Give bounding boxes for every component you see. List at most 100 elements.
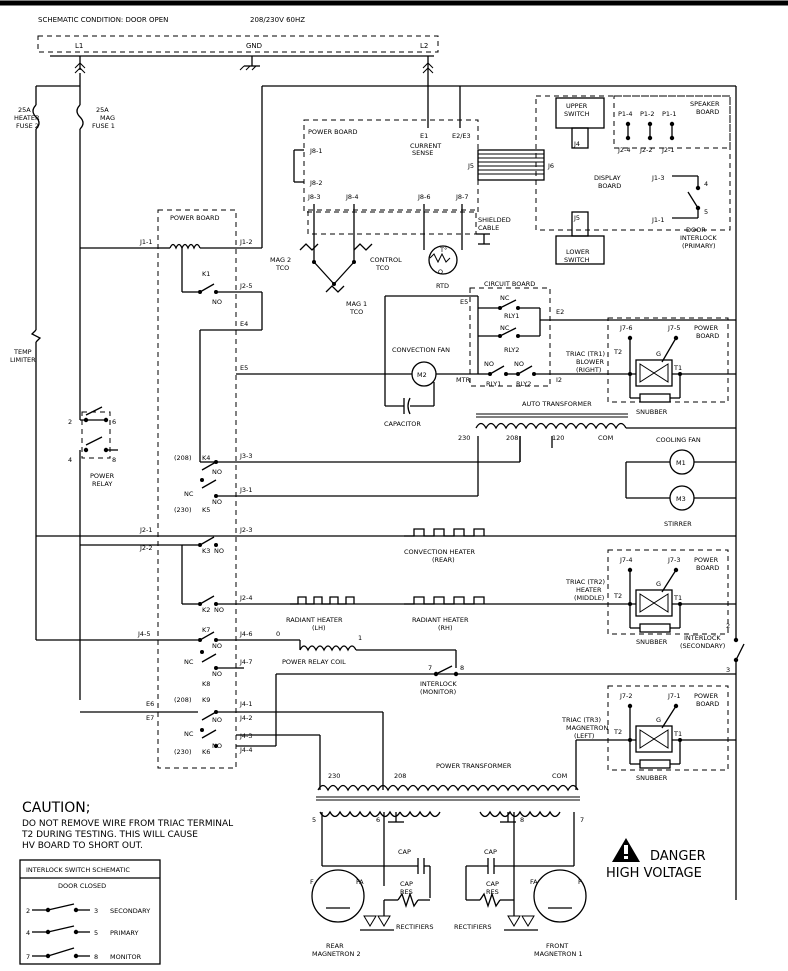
triac2-board-label-2: BOARD	[696, 564, 719, 572]
conn-e4: E4	[240, 320, 248, 328]
speaker-board-label: SPEAKER	[690, 100, 720, 108]
rear-magnetron-label-2: MAGNETRON 2	[312, 950, 361, 958]
auto-transformer	[475, 413, 736, 430]
display-board	[535, 95, 731, 231]
door-interlock-label: DOOR	[686, 226, 706, 234]
j1-row	[80, 85, 736, 292]
interlock-monitor-label-2: (MONITOR)	[420, 688, 456, 696]
triac3-label: TRIAC (TR3)	[561, 716, 601, 724]
rly2-label: RLY2	[504, 346, 519, 354]
relay-k5-label: K5	[202, 506, 210, 514]
fan-wiring	[519, 436, 736, 499]
triac2-label-3: (MIDDLE)	[574, 594, 604, 602]
cb-mtr: MTR	[456, 376, 471, 384]
relay-k2-label: K2	[202, 606, 210, 614]
k6-no: NO	[212, 742, 222, 750]
il-row1-name: SECONDARY	[110, 907, 150, 915]
conn-e6: E6	[146, 700, 154, 708]
convection-heater	[404, 528, 485, 537]
k4-no: NO	[212, 468, 222, 476]
conn-j8-7: J8-7	[455, 193, 469, 201]
power-relay-coil	[299, 640, 457, 668]
j4-rows	[36, 631, 456, 780]
rtd-symbol: T°	[439, 246, 447, 254]
relay-k1	[182, 283, 236, 294]
triac2-label: TRIAC (TR2)	[565, 578, 605, 586]
conn-j4-3: J4-3	[239, 732, 253, 740]
relay-k3-label: K3	[202, 547, 210, 555]
capacitor	[385, 397, 434, 415]
cap-res-left-label-2: RES	[400, 888, 413, 896]
il-row3-b: 8	[94, 953, 98, 961]
power-relay-pin-8: 8	[112, 456, 116, 464]
triac3-board	[607, 685, 729, 771]
radiant-heater-lh	[290, 596, 355, 605]
rly2-bottom-label: RLY2	[516, 380, 531, 388]
k8-no: NO	[212, 670, 222, 678]
relay-k7-label: K7	[202, 626, 210, 634]
relay-k4-k5	[200, 436, 521, 498]
heater-fuse-2	[32, 104, 40, 330]
triac1-g: G	[656, 350, 661, 358]
conn-j1-2: J1-2	[239, 238, 253, 246]
conn-j2-2: J2-2	[139, 544, 153, 552]
triac1-label-2: BLOWER	[576, 358, 604, 366]
tap-120: 120	[552, 434, 564, 442]
k4-nc: NC	[184, 490, 194, 498]
lower-switch-label: LOWER	[566, 248, 590, 256]
caution-title: CAUTION;	[22, 800, 91, 816]
triac2-g: G	[656, 580, 661, 588]
k5-no: NO	[212, 498, 222, 506]
heater-fuse-type: HEATER	[14, 114, 40, 122]
triac1-t2: T2	[613, 348, 622, 356]
cap-right-label: CAP	[484, 848, 497, 856]
front-magnetron	[533, 869, 587, 923]
pin-p1-1: P1-1	[662, 110, 677, 118]
triac2-board	[607, 549, 729, 635]
interlock-pin-5: 5	[704, 208, 708, 216]
triac3-t1: T1	[673, 730, 682, 738]
triac3-board-label: POWER	[694, 692, 719, 700]
interlock-sec-pin-2: 2	[726, 622, 730, 630]
power-relay-label: POWER	[90, 472, 115, 480]
lower-switch-label-2: SWITCH	[564, 256, 590, 264]
conn-j4-display: J4	[573, 140, 580, 148]
l1-feed	[35, 56, 86, 105]
monitor-pin-8: 8	[460, 664, 464, 672]
speaker-pins	[625, 121, 675, 141]
power-transformer-label: POWER TRANSFORMER	[436, 762, 512, 770]
interlock-schematic-title: INTERLOCK SWITCH SCHEMATIC	[26, 866, 130, 874]
relay-k6-label: K6	[202, 748, 210, 756]
triac2-j-left: J7-4	[619, 556, 633, 564]
supply-voltage: 208/230V 60HZ	[250, 16, 305, 24]
conn-j1-1-display: J1-1	[651, 216, 665, 224]
triac2-t2: T2	[613, 592, 622, 600]
motor-m2: M2	[417, 371, 427, 379]
interlock-monitor-label: INTERLOCK	[420, 680, 457, 688]
mag1-tco-label-2: TCO	[349, 308, 363, 316]
shielded-cable	[307, 209, 477, 235]
mag1-tco-label: MAG 1	[346, 300, 367, 308]
danger-label: DANGER	[650, 849, 706, 864]
radiant-heater-rh	[404, 596, 485, 605]
front-magnetron-label: FRONT	[546, 942, 568, 950]
pt-sec-8: 8	[520, 816, 524, 824]
radiant-heater-rh-label: RADIANT HEATER	[412, 616, 469, 624]
j2-rows	[36, 535, 736, 606]
triac2-j-right: J7-3	[667, 556, 681, 564]
triac1-j-left: J7-6	[619, 324, 633, 332]
triac3-label-2: MAGNETRON	[566, 724, 609, 732]
rly1-label: RLY1	[504, 312, 519, 320]
mag-fuse-type: MAG	[100, 114, 115, 122]
upper-switch-label-2: SWITCH	[564, 110, 590, 118]
pt-tap-com: COM	[552, 772, 567, 780]
power-board-top-title: POWER BOARD	[308, 128, 357, 136]
convection-heater-label-2: (REAR)	[432, 556, 455, 564]
conn-j1-1: J1-1	[139, 238, 153, 246]
interlock-monitor-switch	[433, 665, 736, 677]
k1-no: NO	[212, 298, 222, 306]
power-relay-label-2: RELAY	[92, 480, 112, 488]
circuit-board-relays	[477, 296, 736, 376]
k6-230: (230)	[174, 748, 191, 756]
